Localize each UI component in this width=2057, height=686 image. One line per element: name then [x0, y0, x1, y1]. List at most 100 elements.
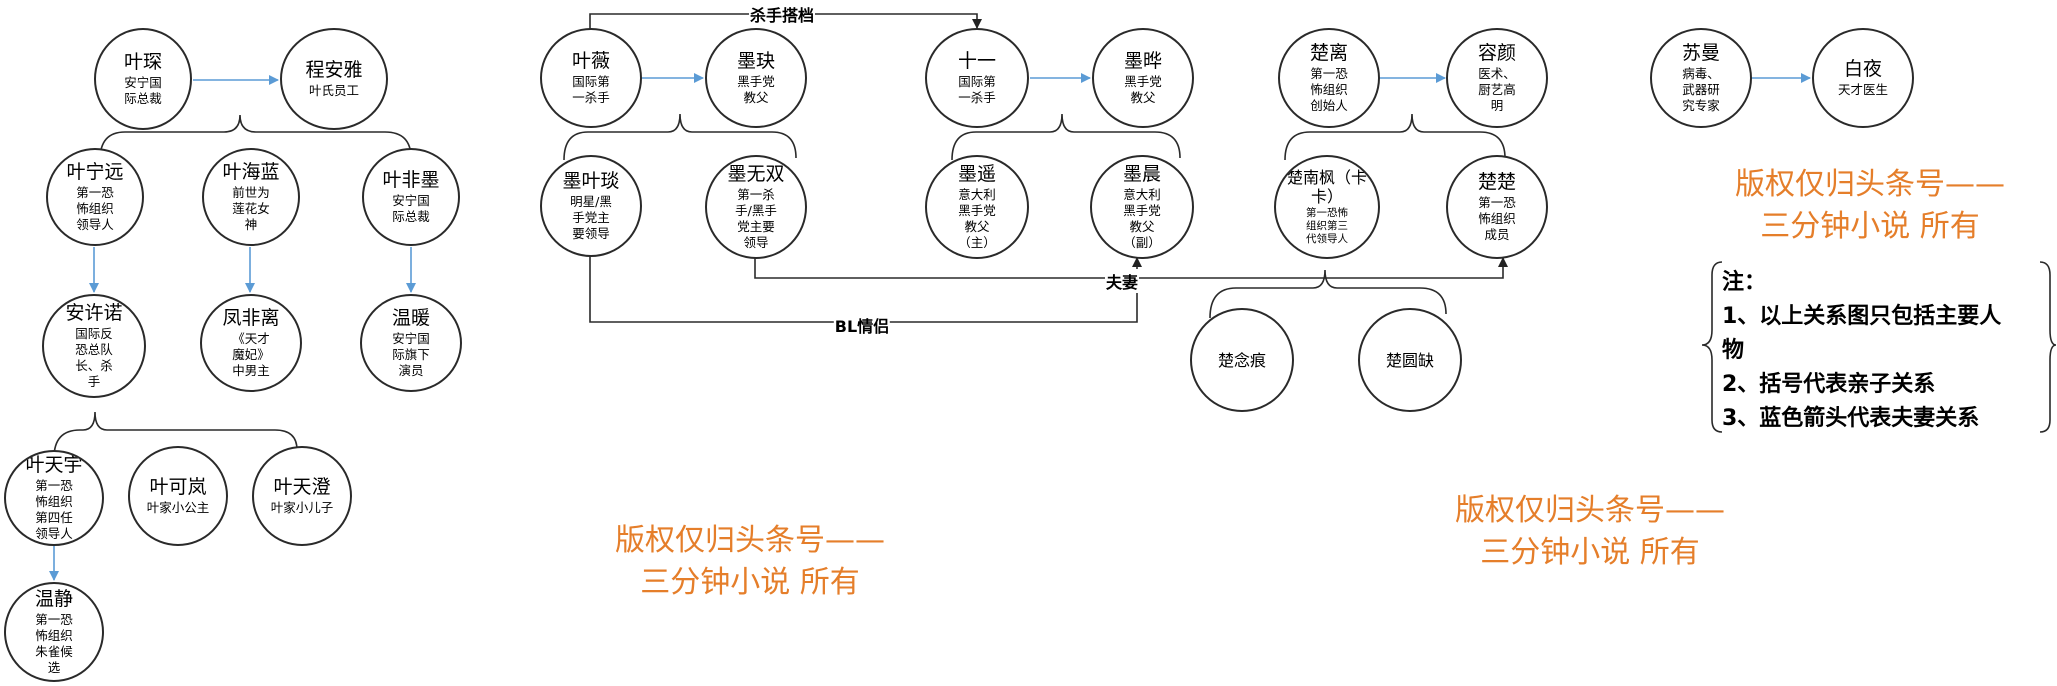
person-name: 凤非离	[222, 307, 280, 329]
person-name: 容颜	[1477, 42, 1516, 64]
person-node-mo-yao: 墨遥 意大利 黑手党 教父 （主）	[925, 155, 1029, 259]
person-name: 墨叶琰	[562, 170, 620, 192]
person-node-ye-tianyu: 叶天宇 第一恐 怖组织 第四任 领导人	[4, 450, 104, 546]
husband-wife-label: 夫妻	[1104, 269, 1140, 293]
person-node-feng-feili: 凤非离 《天才 魔妃》 中男主	[200, 294, 302, 392]
person-desc: 叶家小公主	[146, 500, 210, 515]
person-name: 楚楚	[1477, 171, 1516, 193]
person-node-ye-wei: 叶薇 国际第 一杀手	[540, 28, 642, 128]
person-name: 叶非墨	[382, 169, 440, 191]
person-name: 楚离	[1309, 42, 1348, 64]
person-node-bai-ye: 白夜 天才医生	[1812, 28, 1914, 128]
person-desc: 安宁国 际旗下 演员	[392, 331, 430, 378]
person-desc: 意大利 黑手党 教父 （副）	[1123, 187, 1161, 250]
person-node-chu-nanfeng: 楚南枫（卡 卡） 第一恐怖 组织第三 代领导人	[1274, 155, 1380, 259]
person-desc: 明星/黑 手党主 要领导	[570, 194, 612, 241]
person-name: 温静	[34, 588, 73, 610]
copyright-watermark: 版权仅归头条号—— 三分钟小说 所有	[615, 523, 885, 600]
person-desc: 意大利 黑手党 教父 （主）	[958, 187, 996, 250]
person-name: 白夜	[1843, 58, 1882, 80]
person-name: 楚念痕	[1217, 350, 1266, 370]
person-desc: 叶氏员工	[308, 83, 359, 98]
person-desc: 第一恐 怖组织 成员	[1478, 195, 1516, 242]
parent-child-bracket	[563, 113, 797, 161]
person-desc: 天才医生	[1837, 82, 1888, 97]
person-node-wen-jing: 温静 第一恐 怖组织 朱雀候 选	[4, 582, 104, 682]
person-node-su-man: 苏曼 病毒、 武器研 究专家	[1650, 28, 1752, 128]
person-name: 叶海蓝	[222, 161, 280, 183]
person-node-ye-tiancheng: 叶天澄 叶家小儿子	[252, 446, 352, 546]
person-desc: 前世为 莲花女 神	[232, 185, 270, 232]
person-name: 叶天宇	[25, 454, 83, 476]
person-node-ye-ningyuan: 叶宁远 第一恐 怖组织 领导人	[46, 148, 144, 246]
person-node-ye-kelan: 叶可岚 叶家小公主	[128, 446, 228, 546]
notes-item: 2、括号代表亲子关系	[1722, 372, 1936, 397]
person-node-rong-yan: 容颜 医术、 厨艺高 明	[1446, 28, 1548, 128]
person-node-ye-feimo: 叶非墨 安宁国 际总裁	[362, 148, 460, 246]
person-desc: 国际第 一杀手	[958, 74, 996, 105]
person-node-an-xunuo: 安许诺 国际反 恐总队 长、杀 手	[42, 294, 146, 398]
person-name: 叶可岚	[149, 476, 207, 498]
person-node-chu-nianhen: 楚念痕	[1190, 308, 1294, 412]
person-name: 苏曼	[1681, 42, 1720, 64]
person-node-mo-chen: 墨晨 意大利 黑手党 教父 （副）	[1090, 155, 1194, 259]
person-name: 叶薇	[571, 50, 610, 72]
notes-item: 1、以上关系图只包括主要人 物	[1722, 304, 2002, 363]
person-name: 墨晨	[1122, 163, 1161, 185]
notes-item: 3、蓝色箭头代表夫妻关系	[1722, 406, 1980, 431]
parent-child-bracket	[53, 411, 298, 459]
person-name: 程安雅	[305, 59, 363, 81]
person-desc: 《天才 魔妃》 中男主	[232, 331, 270, 378]
person-node-shi-yi: 十一 国际第 一杀手	[925, 28, 1029, 128]
person-name: 安许诺	[65, 302, 123, 324]
person-name: 叶天澄	[273, 476, 331, 498]
parent-child-bracket	[99, 114, 412, 161]
parent-child-bracket	[951, 113, 1181, 161]
person-name: 墨遥	[957, 163, 996, 185]
person-node-wen-nuan: 温暖 安宁国 际旗下 演员	[360, 294, 462, 392]
person-desc: 第一恐 怖组织 领导人	[76, 185, 114, 232]
person-node-mo-yetan: 墨叶琰 明星/黑 手党主 要领导	[540, 155, 642, 257]
person-node-chu-li: 楚离 第一恐 怖组织 创始人	[1278, 28, 1380, 128]
person-desc: 黑手党 教父	[1124, 74, 1162, 105]
person-desc: 医术、 厨艺高 明	[1478, 66, 1516, 113]
person-desc: 安宁国 际总裁	[392, 193, 430, 224]
person-name: 墨无双	[727, 163, 785, 185]
person-name: 叶琛	[123, 51, 162, 73]
person-desc: 第一恐 怖组织 第四任 领导人	[35, 478, 73, 541]
person-desc: 国际反 恐总队 长、杀 手	[75, 326, 113, 389]
person-name: 墨晔	[1123, 50, 1162, 72]
person-desc: 第一杀 手/黑手 党主要 领导	[735, 187, 777, 250]
person-node-ye-shen: 叶琛 安宁国 际总裁	[94, 28, 192, 130]
person-node-cheng-anya: 程安雅 叶氏员工	[280, 28, 388, 130]
person-name: 十一	[957, 50, 996, 72]
person-desc: 安宁国 际总裁	[124, 75, 162, 106]
person-name: 叶宁远	[66, 161, 124, 183]
person-name: 楚圆缺	[1385, 350, 1434, 370]
notes-title: 注：	[1722, 270, 1767, 295]
person-desc: 黑手党 教父	[737, 74, 775, 105]
person-name: 墨玦	[736, 50, 775, 72]
notes-panel: 注： 1、以上关系图只包括主要人 物 2、括号代表亲子关系 3、蓝色箭头代表夫妻…	[1722, 266, 2044, 436]
person-node-mo-jue: 墨玦 黑手党 教父	[705, 28, 807, 128]
person-desc: 第一恐 怖组织 朱雀候 选	[35, 612, 73, 675]
person-node-mo-wushuang: 墨无双 第一杀 手/黑手 党主要 领导	[705, 155, 807, 259]
person-name: 温暖	[391, 307, 430, 329]
person-desc: 第一恐怖 组织第三 代领导人	[1306, 207, 1348, 245]
person-name: 楚南枫（卡 卡）	[1286, 168, 1367, 206]
person-node-ye-hailan: 叶海蓝 前世为 莲花女 神	[202, 148, 300, 246]
parent-child-bracket	[1284, 113, 1506, 161]
person-node-chu-yuanque: 楚圆缺	[1358, 308, 1462, 412]
person-node-mo-ye: 墨晔 黑手党 教父	[1092, 28, 1194, 128]
person-desc: 第一恐 怖组织 创始人	[1310, 66, 1348, 113]
bl-couple-line	[589, 226, 1142, 323]
killer-partner-label: 杀手搭档	[748, 2, 816, 26]
person-node-chu-chu: 楚楚 第一恐 怖组织 成员	[1446, 155, 1548, 259]
person-desc: 病毒、 武器研 究专家	[1682, 66, 1720, 113]
copyright-watermark: 版权仅归头条号—— 三分钟小说 所有	[1735, 167, 2005, 244]
parent-child-bracket	[1209, 269, 1447, 319]
bl-couple-label: BL情侣	[833, 313, 891, 337]
copyright-watermark: 版权仅归头条号—— 三分钟小说 所有	[1455, 493, 1725, 570]
person-desc: 叶家小儿子	[270, 500, 334, 515]
person-desc: 国际第 一杀手	[572, 74, 610, 105]
